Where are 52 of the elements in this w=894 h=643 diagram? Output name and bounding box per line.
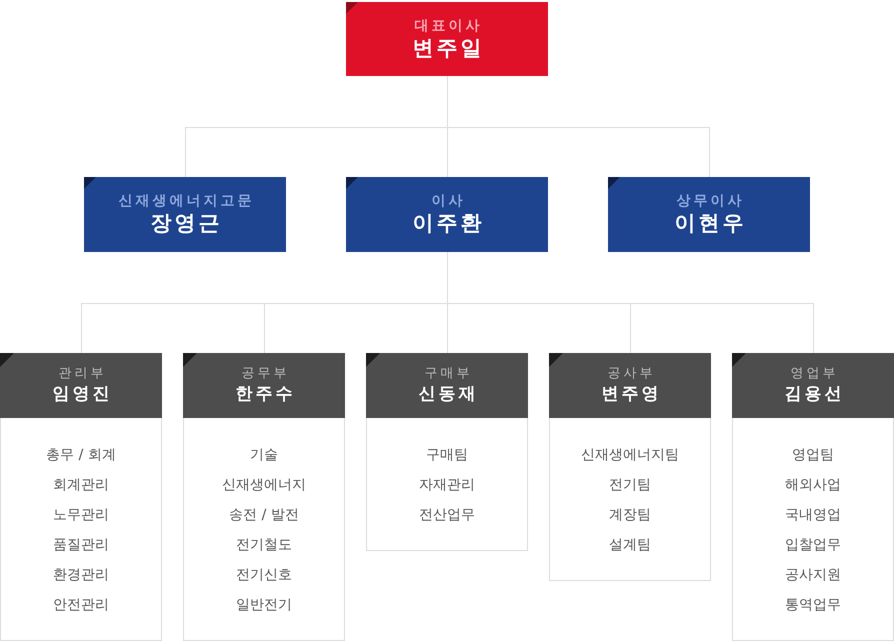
task-item: 구매팀: [426, 446, 468, 465]
task-item: 송전 / 발전: [229, 506, 299, 525]
task-item: 계장팀: [609, 506, 651, 525]
department-card: [183, 353, 345, 641]
task-item: 환경관리: [53, 566, 109, 585]
department-name: 공무부: [242, 365, 290, 383]
task-item: 설계팀: [609, 536, 651, 555]
task-item: 국내영업: [785, 506, 841, 525]
person-name: 신동재: [418, 383, 478, 406]
department-name: 공사부: [608, 365, 656, 383]
task-item: 입찰업무: [785, 536, 841, 555]
position-box: [346, 2, 548, 76]
task-item: 전기철도: [236, 536, 292, 555]
task-item: 총무 / 회계: [46, 446, 116, 465]
department-name: 영업부: [790, 365, 838, 383]
task-item: 품질관리: [53, 536, 109, 555]
task-item: 신재생에너지: [222, 476, 306, 495]
position-title: 대표이사: [414, 16, 482, 34]
department-name: 관리부: [58, 365, 106, 383]
task-item: 전기팀: [609, 476, 651, 495]
person-name: 이현우: [674, 210, 746, 237]
task-item: 공사지원: [785, 566, 841, 585]
task-item: 자재관리: [419, 476, 475, 495]
department-card: [732, 353, 894, 641]
department-card: [549, 353, 711, 581]
person-name: 임영진: [52, 383, 112, 406]
person-name: 변주일: [412, 34, 484, 62]
task-item: 기술: [250, 446, 278, 465]
task-item: 노무관리: [53, 506, 109, 525]
department-name: 구매부: [424, 365, 472, 383]
task-item: 통역업무: [785, 596, 841, 615]
department-card: [0, 353, 162, 641]
task-item: 전기신호: [236, 566, 292, 585]
task-item: 해외사업: [785, 476, 841, 495]
task-item: 회계관리: [53, 476, 109, 495]
task-item: 일반전기: [236, 596, 292, 615]
department-card: [366, 353, 528, 551]
position-box: [84, 177, 286, 252]
task-item: 안전관리: [53, 596, 109, 615]
position-title: 신재생에너지고문: [118, 192, 254, 210]
person-name: 김용선: [784, 383, 844, 406]
task-item: 신재생에너지팀: [581, 446, 679, 465]
position-title: 상무이사: [676, 192, 744, 210]
position-box: [608, 177, 810, 252]
task-item: 영업팀: [792, 446, 834, 465]
person-name: 한주수: [236, 383, 296, 406]
position-title: 이사: [432, 192, 466, 210]
person-name: 장영근: [150, 210, 222, 237]
person-name: 이주환: [412, 210, 484, 237]
task-item: 전산업무: [419, 506, 475, 525]
position-box: [346, 177, 548, 252]
person-name: 변주영: [602, 383, 662, 406]
